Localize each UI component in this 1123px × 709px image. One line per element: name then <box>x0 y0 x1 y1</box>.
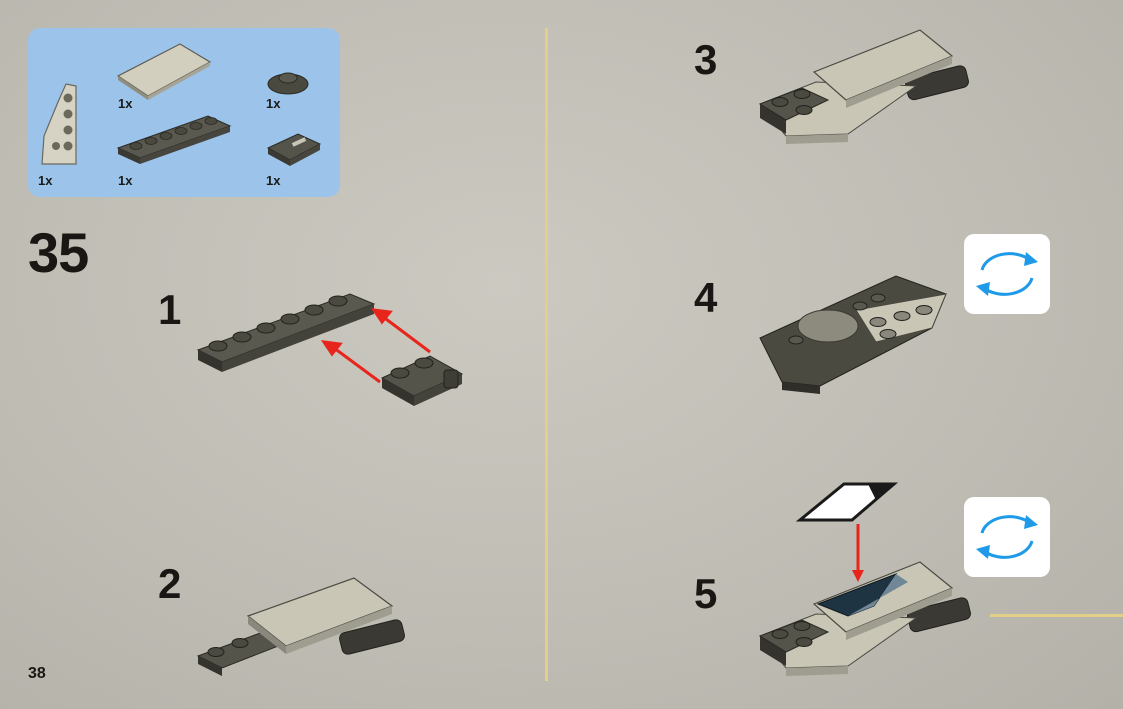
tile-part <box>116 40 212 102</box>
sub-step-number: 2 <box>158 560 181 608</box>
sub-step-number: 1 <box>158 286 181 334</box>
rotate-model-callout <box>964 497 1050 577</box>
step-2-illustration <box>190 574 420 684</box>
part-qty: 1x <box>118 96 132 111</box>
round-plate-part <box>264 62 314 98</box>
sub-step-number: 5 <box>694 570 717 618</box>
rotate-model-callout <box>964 234 1050 314</box>
part-qty: 1x <box>266 96 280 111</box>
step-4-illustration <box>756 270 976 396</box>
column-divider <box>545 28 548 681</box>
step-5-illustration <box>756 478 980 684</box>
part-qty: 1x <box>118 173 132 188</box>
continuation-rule <box>990 614 1123 617</box>
part-qty: 1x <box>38 173 52 188</box>
sub-step-number: 4 <box>694 274 717 322</box>
assembly-arrow-icon <box>852 524 864 582</box>
clip-plate-part <box>264 128 324 168</box>
rotate-model-icon <box>964 497 1050 577</box>
sub-step-number: 3 <box>694 36 717 84</box>
wedge-plate-part <box>36 80 80 168</box>
step-3-illustration <box>756 26 976 148</box>
rotate-model-icon <box>964 234 1050 314</box>
page-number: 38 <box>28 665 46 683</box>
step-1-illustration <box>190 282 480 422</box>
part-qty: 1x <box>266 173 280 188</box>
plate-1x6-part <box>116 112 234 168</box>
main-step-number: 35 <box>28 220 88 285</box>
parts-list-panel: 1x 1x 1x 1x 1x <box>28 28 340 197</box>
